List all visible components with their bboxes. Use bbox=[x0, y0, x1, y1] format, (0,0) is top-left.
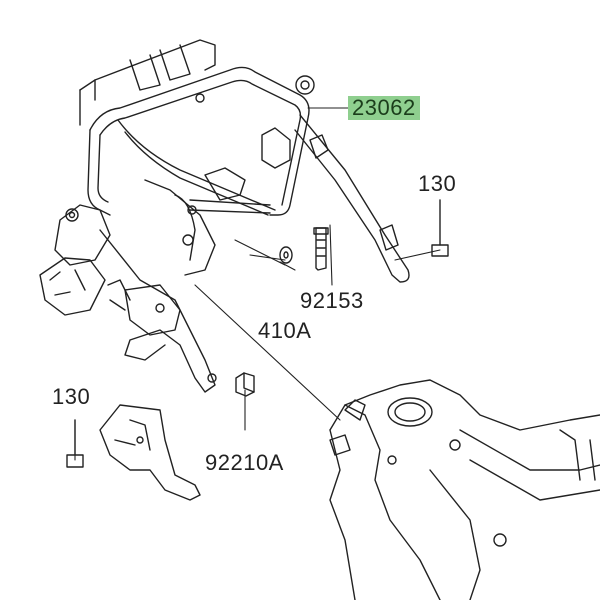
part-label-410a[interactable]: 410A bbox=[258, 318, 312, 343]
bolt-130-left bbox=[66, 419, 84, 468]
part-label-130-left[interactable]: 130 bbox=[52, 384, 91, 409]
main-frame bbox=[329, 379, 600, 600]
part-label-23062[interactable]: 23062 bbox=[348, 96, 420, 120]
nut-92210a bbox=[235, 372, 255, 397]
washer-410a bbox=[279, 246, 293, 264]
pin-92153 bbox=[313, 227, 329, 271]
bracket bbox=[99, 404, 201, 501]
part-label-92153[interactable]: 92153 bbox=[300, 288, 364, 313]
part-label-92210a[interactable]: 92210A bbox=[205, 450, 284, 475]
leader-lines bbox=[74, 107, 441, 461]
part-label-130-right[interactable]: 130 bbox=[418, 171, 457, 196]
subframe-23062 bbox=[39, 39, 410, 393]
bolt-130-right bbox=[431, 199, 449, 257]
